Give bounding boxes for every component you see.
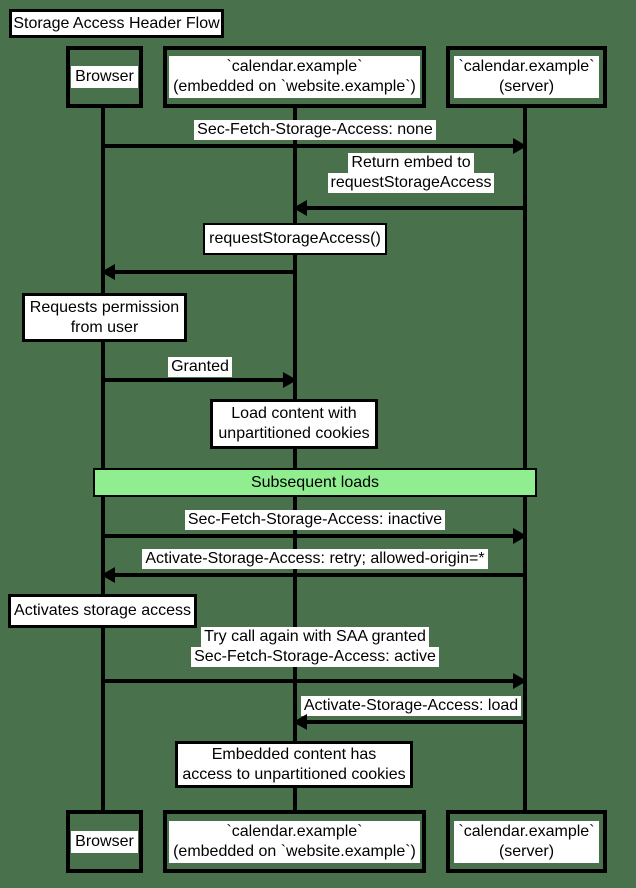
message-6-arrow [115,573,525,577]
divider-subsequent-loads: Subsequent loads [93,468,537,497]
lifeline-browser [101,108,105,810]
message-5-label: Sec-Fetch-Storage-Access: inactive [103,510,527,530]
actor-label: Browser [71,830,138,853]
message-2-arrow [307,206,525,210]
actor-label: `calendar.example`(embedded on `website.… [169,820,420,863]
message-4-label: Granted [103,357,297,377]
actor-label: `calendar.example`(server) [454,56,599,98]
message-8-label: Activate-Storage-Access: load [295,696,527,716]
message-1-label: Sec-Fetch-Storage-Access: none [103,120,527,140]
actor-label: `calendar.example`(server) [454,820,599,863]
message-6-label: Activate-Storage-Access: retry; allowed-… [103,549,527,569]
message-5-arrow [103,534,513,538]
arrowhead-left-icon [293,200,307,216]
arrowhead-right-icon [513,138,527,154]
note-request-storage-access: requestStorageAccess() [203,223,387,255]
actor-bottom-browser: Browser [66,810,143,873]
arrowhead-left-icon [101,264,115,280]
actor-bottom-embed: `calendar.example`(embedded on `website.… [163,810,426,873]
message-8-arrow [307,720,525,724]
actor-top-browser: Browser [66,46,143,108]
actor-top-embed: `calendar.example`(embedded on `website.… [163,46,426,108]
note-activates-storage-access: Activates storage access [8,594,197,628]
arrowhead-left-icon [293,714,307,730]
note-embedded-content: Embedded content has access to unpartiti… [175,741,413,788]
message-7-label: Try call again with SAA granted Sec-Fetc… [103,627,527,667]
actor-label: `calendar.example`(embedded on `website.… [169,56,420,98]
message-2-label: Return embed to requestStorageAccess [295,153,527,193]
actor-top-server: `calendar.example`(server) [446,46,607,108]
lifeline-embed [293,108,297,810]
arrowhead-right-icon [513,528,527,544]
arrowhead-right-icon [283,372,297,388]
lifeline-server [523,108,527,810]
note-load-content: Load content with unpartitioned cookies [210,399,378,449]
message-4-arrow [103,378,283,382]
message-1-arrow [103,144,513,148]
actor-bottom-server: `calendar.example`(server) [446,810,607,873]
actor-label: Browser [71,66,138,88]
arrowhead-right-icon [513,673,527,689]
arrowhead-left-icon [101,567,115,583]
message-3-arrow [115,270,295,274]
diagram-title-box: Storage Access Header Flow [9,9,224,38]
diagram-title: Storage Access Header Flow [13,14,220,32]
message-7-arrow [103,679,513,683]
note-requests-permission: Requests permission from user [22,293,187,342]
